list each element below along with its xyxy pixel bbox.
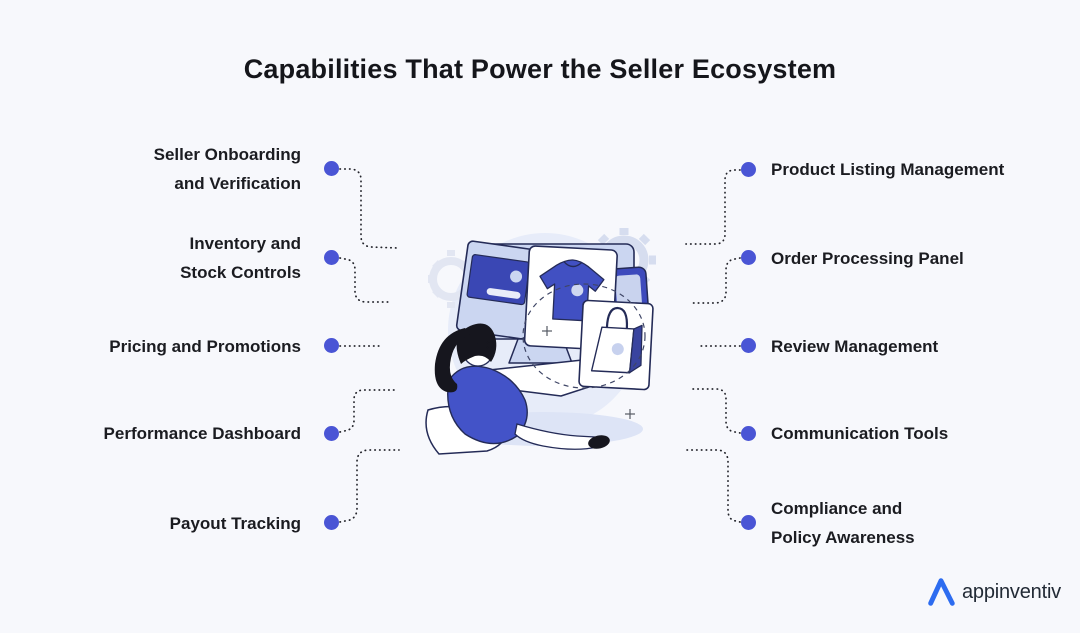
connector-line	[339, 449, 400, 523]
page-title: Capabilities That Power the Seller Ecosy…	[243, 54, 837, 84]
capability-order-processing-panel: Order Processing Panel	[771, 244, 1066, 273]
ponytail	[434, 328, 471, 393]
capability-line: Policy Awareness	[771, 528, 915, 547]
capability-dot	[324, 250, 339, 265]
capability-line: Order Processing Panel	[771, 249, 964, 268]
capability-compliance-policy-awareness: Compliance and Policy Awareness	[771, 494, 1066, 552]
connector-line	[685, 169, 741, 245]
sparkle-icon	[542, 326, 552, 336]
capability-seller-onboarding-verification: Seller Onboarding and Verification	[0, 140, 301, 198]
connector-line	[683, 449, 741, 523]
shopping-bag-card	[578, 299, 654, 391]
capability-dot	[741, 162, 756, 177]
connector-line	[690, 257, 741, 304]
hand	[588, 435, 610, 449]
connector-line	[689, 388, 741, 434]
capability-payout-tracking: Payout Tracking	[0, 509, 301, 538]
capability-line: Pricing and Promotions	[109, 337, 301, 356]
shirt	[447, 365, 528, 445]
capability-performance-dashboard: Performance Dashboard	[0, 419, 301, 448]
sparkle-icon	[625, 409, 635, 419]
dashed-orbit	[522, 283, 646, 389]
capability-line: Inventory and	[189, 234, 301, 253]
capability-line: Communication Tools	[771, 424, 949, 443]
capability-line: Payout Tracking	[169, 514, 301, 533]
capability-line: Stock Controls	[180, 263, 301, 282]
person	[425, 323, 610, 455]
capability-review-management: Review Management	[771, 332, 1066, 361]
capability-dot	[324, 338, 339, 353]
connector-line	[339, 389, 397, 433]
capability-line: Product Listing Management	[771, 160, 1005, 179]
capability-pricing-promotions: Pricing and Promotions	[0, 332, 301, 361]
capability-dot	[741, 250, 756, 265]
appinventiv-logo: appinventiv	[925, 576, 1061, 608]
capability-dot	[741, 426, 756, 441]
capability-line: Review Management	[771, 337, 939, 356]
appinventiv-logo-text: appinventiv	[962, 580, 1061, 603]
capability-dot	[324, 515, 339, 530]
capability-dot	[324, 426, 339, 441]
product-image-card	[455, 240, 539, 340]
capability-line: and Verification	[174, 174, 301, 193]
appinventiv-logo-mark	[928, 578, 955, 606]
capability-line: Compliance and	[771, 499, 903, 518]
capability-line: Performance Dashboard	[103, 424, 301, 443]
seller-illustration	[425, 228, 656, 455]
capability-inventory-stock-controls: Inventory and Stock Controls	[0, 229, 301, 287]
capability-dot	[741, 515, 756, 530]
capability-line: Seller Onboarding	[153, 145, 301, 164]
glasses-lens	[485, 340, 495, 350]
connector-line	[339, 257, 390, 303]
capability-product-listing-management: Product Listing Management	[771, 155, 1066, 184]
capability-dot	[741, 338, 756, 353]
capability-communication-tools: Communication Tools	[771, 419, 1066, 448]
capability-dot	[324, 161, 339, 176]
connector-line	[339, 168, 399, 249]
